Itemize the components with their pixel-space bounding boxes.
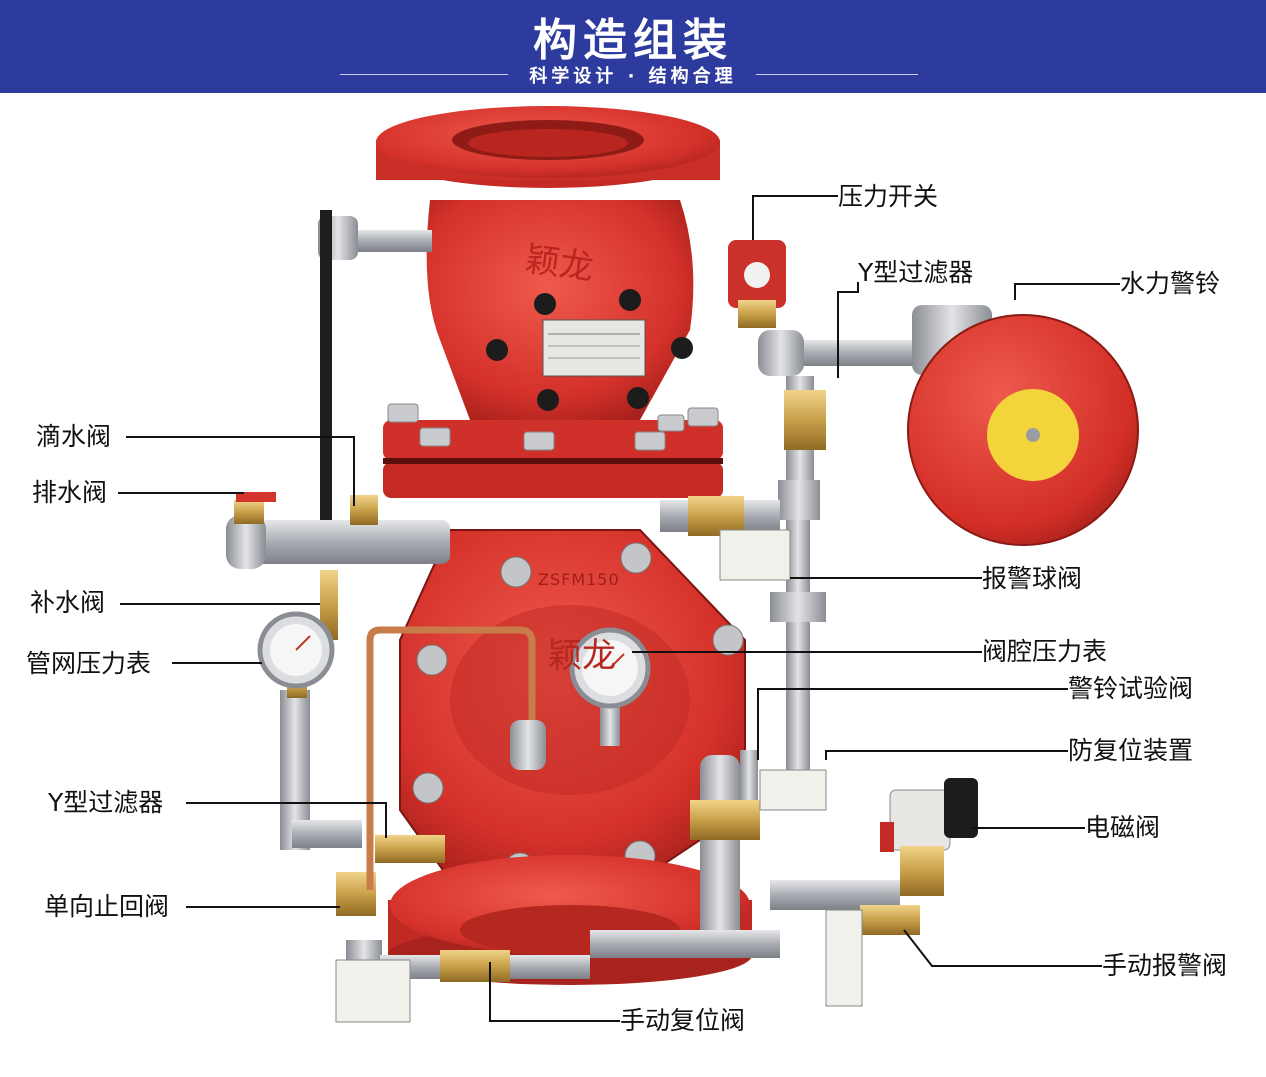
label-manual-reset-valve: 手动复位阀 [620, 1006, 746, 1035]
water-motor-gong [907, 305, 1139, 546]
pipe-network-pressure-gauge [257, 611, 335, 698]
callout-leaders [118, 195, 1120, 1022]
label-water-motor-gong: 水力警铃 [1120, 269, 1221, 298]
label-drain-valve: 排水阀 [32, 478, 108, 507]
banner-divider-right [756, 74, 918, 75]
pressure-switch [728, 240, 786, 328]
header-banner: 构造组装 科学设计 · 结构合理 [0, 0, 1266, 93]
right-pipework [590, 330, 920, 1007]
casting-brand-mark-upper: 颖龙 [523, 239, 596, 289]
banner-divider-left [340, 74, 508, 75]
label-check-valve: 单向止回阀 [44, 892, 170, 921]
label-pressure-switch: 压力开关 [838, 182, 939, 211]
label-alarm-ball-valve: 报警球阀 [982, 564, 1083, 593]
main-valve-body [376, 106, 752, 985]
label-drip-valve: 滴水阀 [36, 422, 112, 451]
banner-subtitle: 科学设计 · 结构合理 [529, 66, 737, 87]
reset-tag [335, 959, 411, 1023]
label-chamber-pressure-gauge: 阀腔压力表 [982, 637, 1108, 666]
label-makeup-valve: 补水阀 [30, 588, 106, 617]
nameplate [542, 319, 646, 377]
solenoid-valve [880, 778, 978, 896]
banner-title: 构造组装 [533, 15, 733, 66]
label-y-filter-top: Y型过滤器 [858, 258, 974, 287]
casting-model-mark: ZSFM150 [538, 570, 620, 589]
label-pipe-network-gauge: 管网压力表 [26, 649, 152, 678]
valve-chamber-pressure-gauge [510, 627, 651, 770]
label-bell-test-valve: 警铃试验阀 [1068, 674, 1194, 703]
label-solenoid-valve: 电磁阀 [1085, 813, 1161, 842]
label-y-filter-left: Y型过滤器 [48, 788, 164, 817]
label-anti-reset-device: 防复位装置 [1068, 736, 1194, 765]
casting-brand-mark-lower: 颖龙 [548, 636, 616, 676]
label-manual-alarm-valve: 手动报警阀 [1102, 951, 1228, 980]
